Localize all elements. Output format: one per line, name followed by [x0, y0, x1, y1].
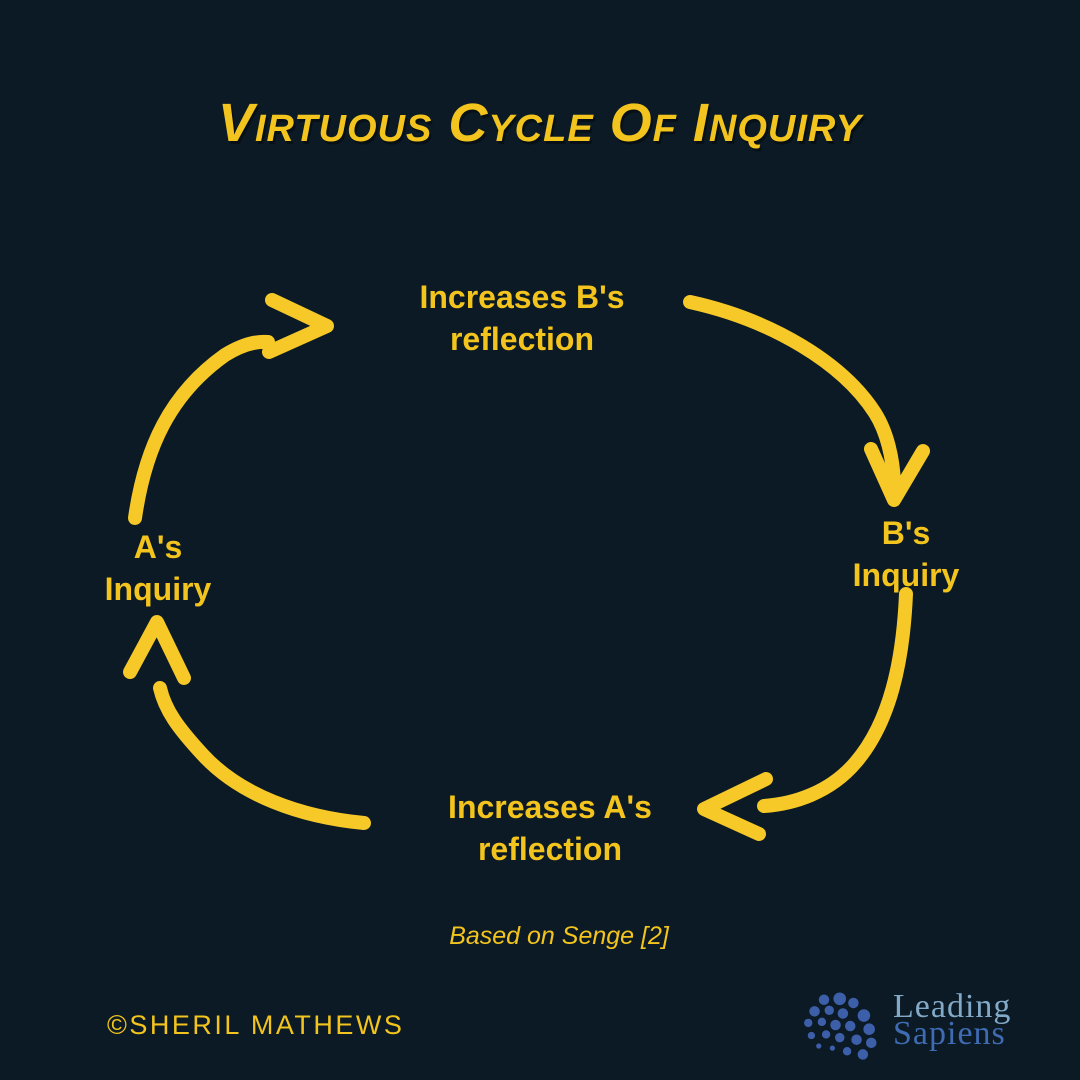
logo-wordmark-line1: Leading — [893, 988, 1012, 1025]
logo-wordmark-line2: Sapiens — [893, 1015, 1006, 1052]
node-increases-a-reflection-line2: reflection — [477, 831, 623, 867]
source-caption: Based on Senge [2] — [449, 922, 669, 950]
curved-arrow-right-down-icon — [683, 295, 930, 507]
node-b-inquiry-line2: Inquiry — [852, 557, 960, 593]
node-increases-b-reflection-line1: Increases B's — [419, 279, 625, 315]
curved-arrow-left-up-icon — [128, 293, 334, 525]
dot-cluster-logo-icon — [804, 992, 877, 1060]
node-increases-a-reflection: Increases A's reflection — [448, 786, 652, 870]
author-credit: ©SHERIL MATHEWS — [107, 1010, 405, 1040]
node-b-inquiry: B's Inquiry — [853, 512, 960, 596]
leading-sapiens-logo: Leading Sapiens — [803, 983, 1011, 1067]
node-b-inquiry-line1: B's — [881, 515, 931, 551]
page-title: Virtuous Cycle Of Inquiry — [217, 93, 862, 153]
node-increases-b-reflection: Increases B's reflection — [419, 276, 624, 360]
node-a-inquiry: A's Inquiry — [105, 526, 212, 610]
node-increases-a-reflection-line1: Increases A's — [448, 789, 652, 825]
curved-arrow-up-left-icon — [123, 615, 371, 830]
node-increases-b-reflection-line2: reflection — [449, 321, 595, 357]
logo-wordmark: Leading Sapiens — [893, 988, 1012, 1052]
curved-arrow-down-left-icon — [697, 587, 913, 841]
node-a-inquiry-line2: Inquiry — [104, 571, 212, 607]
node-a-inquiry-line1: A's — [133, 529, 183, 565]
